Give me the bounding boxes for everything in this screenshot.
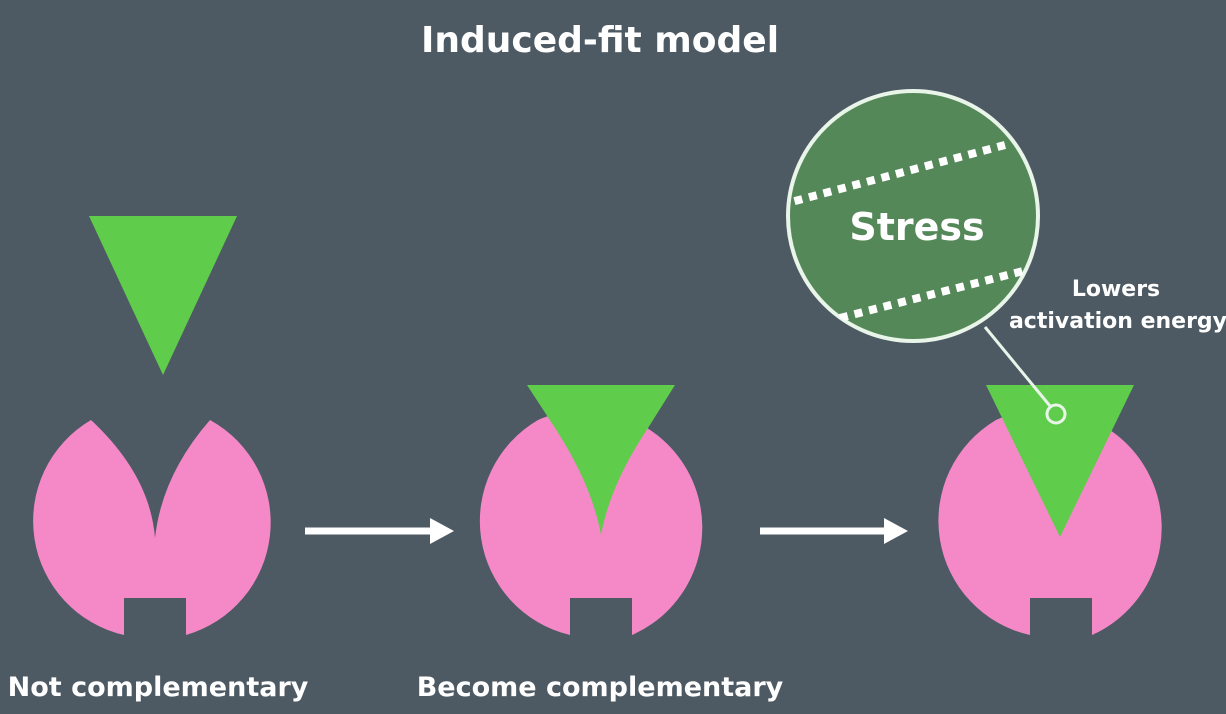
stage-2-become-complementary [479, 385, 703, 635]
stress-note-line-2: activation energy [1009, 309, 1226, 334]
stage-1-not-complementary [33, 216, 271, 635]
stage-1-label: Not complementary [8, 672, 309, 703]
callout-anchor-dot [1045, 403, 1067, 425]
substrate-triangle [89, 216, 237, 375]
callout-connector [983, 326, 1052, 407]
enzyme-shape [479, 410, 703, 635]
stress-dotted-lines [788, 141, 1036, 322]
stress-note-line-1: Lowers [1072, 277, 1160, 302]
substrate-triangle [986, 385, 1134, 537]
enzyme-shape [938, 409, 1162, 635]
substrate-triangle [527, 385, 675, 535]
right-arrow-icon [305, 518, 454, 544]
enzyme-shape [33, 420, 271, 635]
stage-3-stress: Stress Lowers activation energy [786, 89, 1226, 635]
stress-label: Stress [849, 205, 984, 249]
page-title: Induced-fit model [421, 20, 779, 61]
stage-2-label: Become complementary [417, 672, 784, 703]
right-arrow-icon [760, 518, 908, 544]
